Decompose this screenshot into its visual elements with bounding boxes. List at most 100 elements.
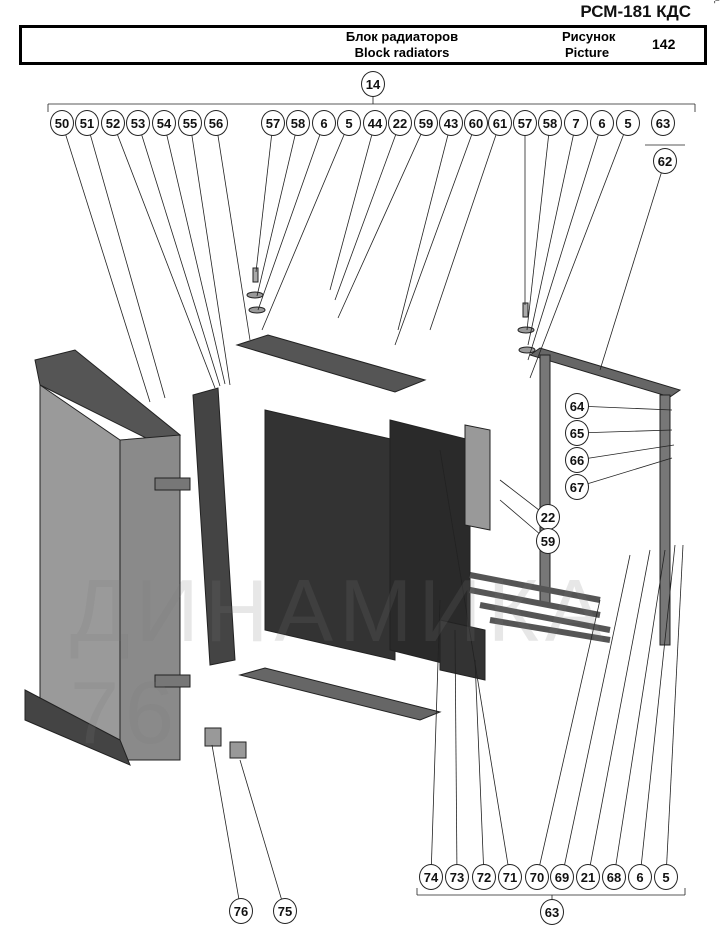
picture-number: 142 [652, 36, 676, 52]
callout-bottom-row: 73 [445, 864, 469, 890]
callout-bottom-row: 21 [576, 864, 600, 890]
callout-bottom-left: 75 [273, 898, 297, 924]
leader-line [576, 429, 673, 434]
bracket [154, 477, 191, 491]
leader-line [527, 122, 577, 346]
title-en: Block radiators [354, 45, 450, 60]
corner-mark: '‾ [713, 0, 719, 11]
leader-line [526, 122, 551, 331]
leader-line [536, 599, 601, 878]
leader-line [255, 122, 274, 273]
leader-line [239, 759, 286, 912]
callout-right-side: 67 [565, 474, 589, 500]
callout-top-row: 5 [616, 110, 640, 136]
top-bar [235, 334, 427, 393]
callout-top-row: 59 [414, 110, 438, 136]
callout-top-row: 51 [75, 110, 99, 136]
leader-line [613, 549, 666, 878]
callout-top-row: 55 [178, 110, 202, 136]
washer [248, 306, 266, 314]
callout-top-row: 57 [261, 110, 285, 136]
callout-group-top-right: 62 [653, 148, 677, 174]
leader-line [665, 544, 684, 878]
callout-top-row: 7 [564, 110, 588, 136]
leader-line [257, 122, 325, 311]
callout-top-row: 58 [286, 110, 310, 136]
leader-line [215, 122, 251, 341]
callout-top-row: 50 [50, 110, 74, 136]
leader-line [576, 405, 673, 411]
leader-line [61, 122, 151, 403]
callout-right-side: 22 [536, 504, 560, 530]
callout-top-row: 6 [312, 110, 336, 136]
model-label: РСМ-181 КДС [580, 2, 691, 21]
callout-top-row: 5 [337, 110, 361, 136]
callout-bottom-row: 69 [550, 864, 574, 890]
washer [246, 291, 264, 299]
leader-line [112, 122, 216, 389]
callout-group-bottom: 63 [540, 899, 564, 925]
leader-line [474, 659, 485, 878]
leader-line [394, 122, 477, 346]
radiator-side [464, 424, 491, 531]
callout-top-row: 61 [488, 110, 512, 136]
frame-top [528, 347, 682, 398]
leader-line [430, 599, 441, 878]
tube-cooler [469, 572, 611, 643]
callout-bottom-row: 70 [525, 864, 549, 890]
callout-bottom-row: 5 [654, 864, 678, 890]
callout-top-row: 22 [388, 110, 412, 136]
frame-leg [539, 354, 551, 606]
callout-top-row: 54 [152, 110, 176, 136]
leader-line [334, 122, 401, 301]
leader-line [454, 629, 458, 878]
bottom-bar [238, 667, 442, 721]
leader-line [639, 544, 676, 878]
leader-line [86, 122, 166, 399]
callout-right-side: 59 [536, 528, 560, 554]
callout-top-row: 6 [590, 110, 614, 136]
frame-leg [659, 394, 671, 646]
leader-line [576, 444, 675, 461]
leader-line [439, 449, 511, 878]
leader-line [329, 122, 376, 291]
radiator-lower [439, 619, 486, 681]
leader-line [337, 122, 427, 319]
callout-bottom-row: 72 [472, 864, 496, 890]
callout-top-row: 60 [464, 110, 488, 136]
leader-line [163, 122, 226, 385]
leader-line [261, 122, 350, 331]
leader-line [529, 122, 629, 379]
callout-top-row: 52 [101, 110, 125, 136]
callout-top-row: 58 [538, 110, 562, 136]
picture-label-en: Picture [565, 45, 610, 60]
bracket [154, 674, 191, 688]
radiator-core [264, 409, 396, 661]
washer [517, 326, 535, 334]
callout-top-row: 43 [439, 110, 463, 136]
callout-right-side: 65 [565, 420, 589, 446]
leader-line [527, 122, 603, 361]
seal-plate [192, 387, 236, 666]
bolt [252, 267, 259, 283]
leader-line [137, 122, 221, 387]
clamp [229, 741, 247, 759]
callout-bottom-left: 76 [229, 898, 253, 924]
title-ru: Блок радиаторов [345, 29, 459, 44]
callout-bottom-row: 74 [419, 864, 443, 890]
callout-right-side: 64 [565, 393, 589, 419]
leader-line [599, 160, 666, 371]
clamp [204, 727, 222, 747]
callout-top-row: 53 [126, 110, 150, 136]
leader-line [429, 122, 501, 331]
callout-top-row: 57 [513, 110, 537, 136]
bolt [522, 302, 529, 318]
callout-bottom-row: 68 [602, 864, 626, 890]
leader-line [189, 122, 231, 386]
leader-line [576, 457, 673, 488]
leader-line [397, 122, 452, 331]
callout-top-row: 44 [363, 110, 387, 136]
shroud-bottom [24, 689, 131, 766]
callout-top-row: 56 [204, 110, 228, 136]
